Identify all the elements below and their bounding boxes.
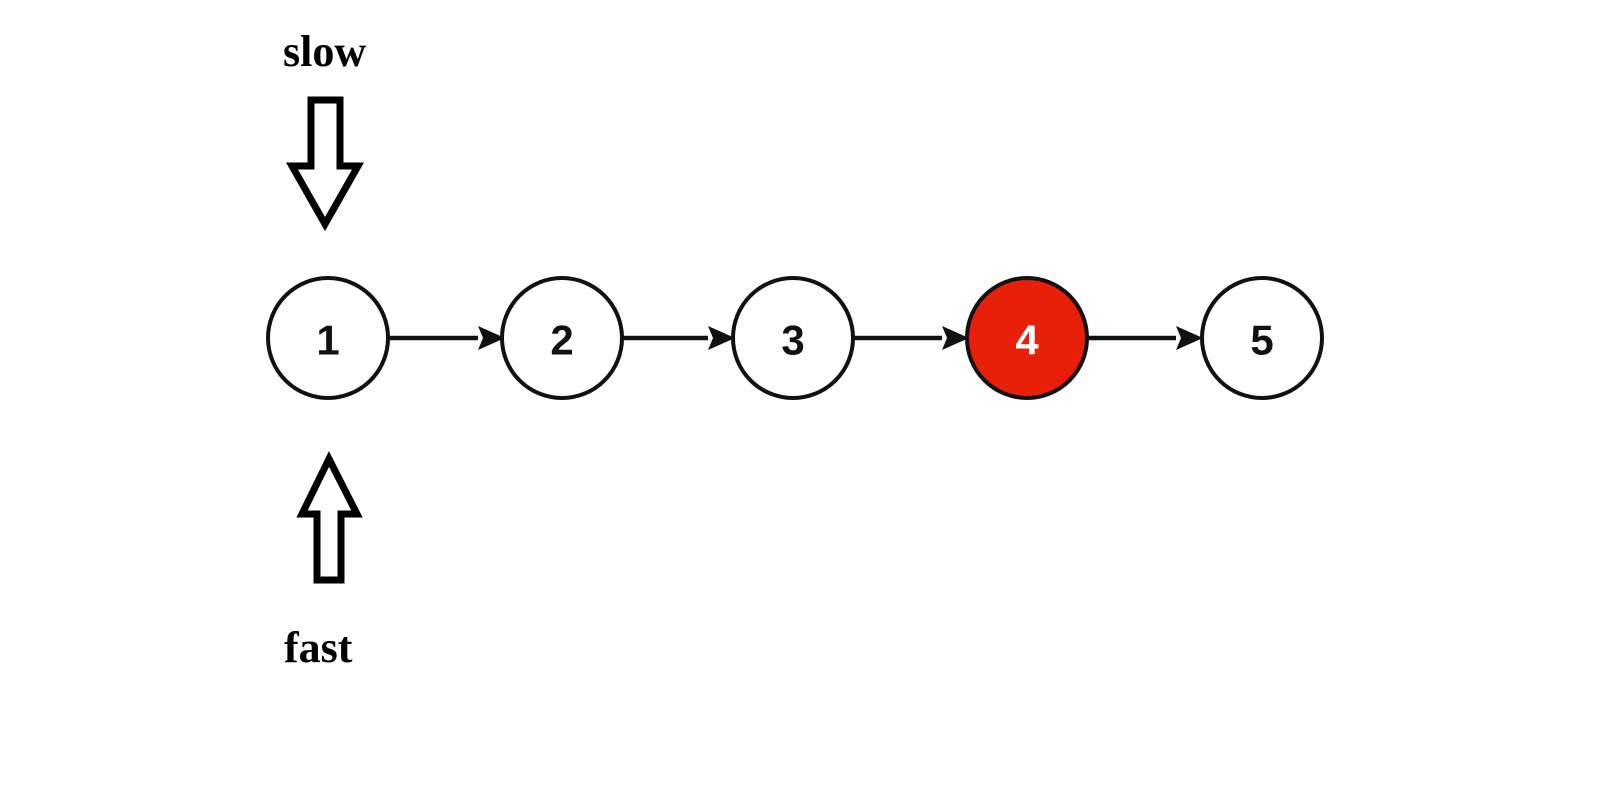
node-circle[interactable] — [500, 276, 624, 400]
edge-node-3-to-node-4 — [854, 326, 969, 350]
node-circle[interactable] — [1200, 276, 1324, 400]
slow-pointer-label: slow — [283, 27, 366, 76]
edge-node-2-to-node-3 — [623, 326, 735, 350]
node-circle[interactable] — [731, 276, 855, 400]
node-label: 4 — [1015, 317, 1039, 364]
list-node-5[interactable]: 5 — [1200, 276, 1324, 400]
edge-arrowhead — [478, 326, 505, 350]
edge-node-4-to-node-5 — [1088, 326, 1203, 350]
list-node-2[interactable]: 2 — [500, 276, 624, 400]
node-label: 1 — [316, 317, 339, 364]
node-label: 3 — [781, 317, 804, 364]
node-circle[interactable] — [965, 276, 1089, 400]
list-node-1[interactable]: 1 — [266, 276, 390, 400]
edge-arrowhead — [942, 326, 969, 350]
edge-arrowhead — [708, 326, 735, 350]
arrow-up-icon — [296, 451, 363, 584]
list-node-3[interactable]: 3 — [731, 276, 855, 400]
list-node-4-highlighted[interactable]: 4 — [965, 276, 1089, 400]
slow-pointer: slow — [283, 27, 366, 232]
edge-node-1-to-node-2 — [390, 326, 505, 350]
edge-group — [390, 326, 1203, 350]
node-label: 2 — [550, 317, 573, 364]
fast-pointer-label: fast — [284, 623, 353, 672]
arrow-down-icon — [285, 96, 365, 232]
node-group: 1 2 3 4 5 — [266, 276, 1324, 400]
node-circle[interactable] — [266, 276, 390, 400]
fast-pointer: fast — [284, 451, 363, 672]
node-label: 5 — [1250, 317, 1273, 364]
edge-arrowhead — [1176, 326, 1203, 350]
